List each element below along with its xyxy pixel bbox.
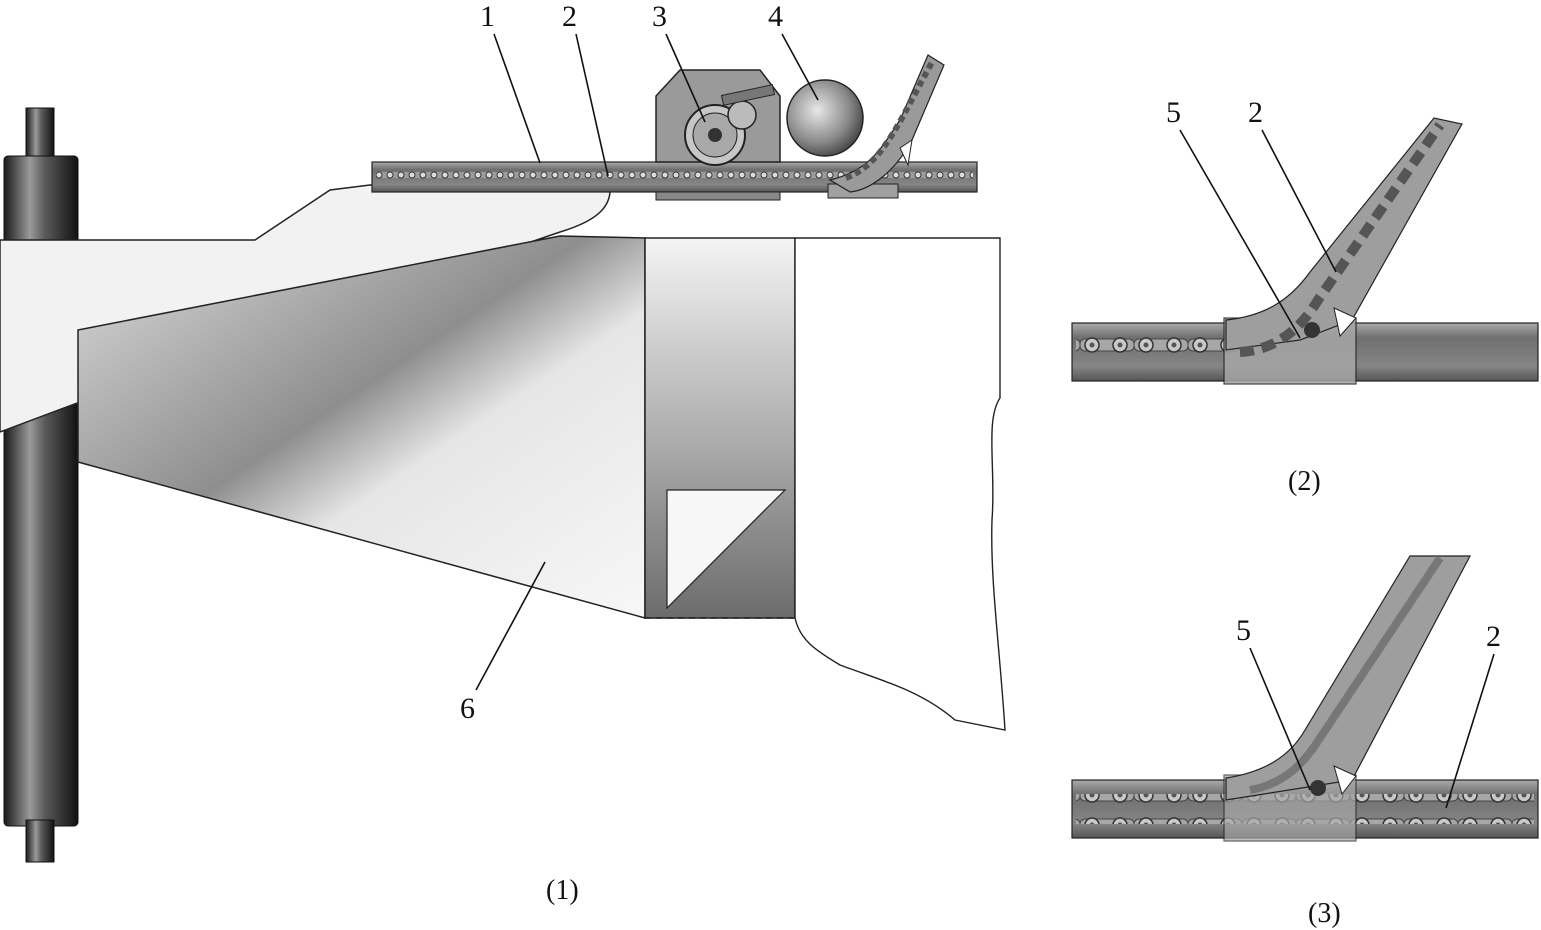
sheet [794,237,1006,731]
panel-2: 5 2 (2) [1071,96,1539,497]
caption-panel-2: (2) [1288,466,1321,497]
gear-housing [655,69,781,201]
panel-1: 1 2 3 4 6 (1) [0,0,1006,906]
svg-text:2: 2 [1248,96,1263,129]
label-3: 3 [652,0,706,123]
vertical-post [3,107,79,863]
svg-text:1: 1 [480,0,495,33]
svg-text:3: 3 [652,0,667,33]
label-5-panel-2: 5 [1166,96,1301,339]
svg-text:5: 5 [1166,96,1181,129]
branch-track-2 [1225,117,1463,357]
label-4: 4 [768,0,819,101]
label-1: 1 [480,0,541,164]
svg-text:4: 4 [768,0,783,33]
label-6: 6 [460,561,546,725]
svg-text:2: 2 [1486,620,1501,653]
svg-text:6: 6 [460,692,475,725]
branch-track [828,54,945,193]
label-2-panel-2: 2 [1248,96,1337,273]
label-2-panel-3: 2 [1445,620,1501,809]
label-2: 2 [562,0,609,177]
caption-panel-1: (1) [546,875,579,906]
label-5-panel-3: 5 [1236,614,1311,791]
panel-3: 5 2 (3) [1071,555,1539,929]
svg-text:2: 2 [562,0,577,33]
caption-panel-3: (3) [1308,898,1341,929]
svg-text:5: 5 [1236,614,1251,647]
